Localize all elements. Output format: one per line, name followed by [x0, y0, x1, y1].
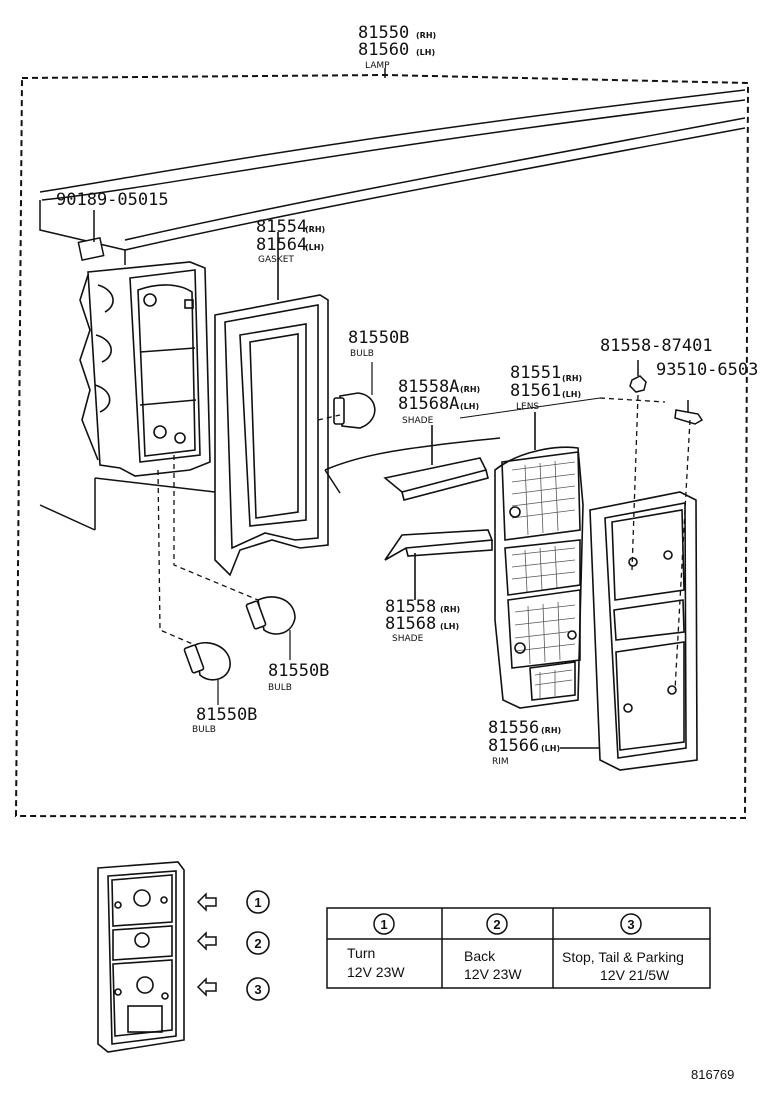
- assembly-caption: LAMP: [365, 61, 390, 71]
- nut-pn: 81558-87401: [600, 336, 713, 356]
- label-bulb-top: 81550B BULB: [348, 328, 409, 359]
- assembly-sfx-lh: (LH): [416, 48, 435, 57]
- table-cell-3-line2: 12V 21/5W: [600, 967, 670, 983]
- rim-fasteners: [459, 360, 704, 425]
- gasket-caption: GASKET: [258, 255, 294, 265]
- bulb-middle: [245, 596, 296, 660]
- table-cell-3-line1: Stop, Tail & Parking: [562, 949, 684, 965]
- bulb-top-caption: BULB: [350, 349, 374, 359]
- shade-pn-rh: 81558: [385, 597, 436, 617]
- legend-marker-2: 2: [254, 936, 261, 951]
- lens-pn-lh: 81561: [510, 381, 561, 401]
- assembly-sfx-rh: (RH): [416, 31, 436, 40]
- bulb-top-pn: 81550B: [348, 328, 409, 348]
- label-gasket: 81554 (RH) 81564 (LH) GASKET: [256, 217, 325, 265]
- assembly-frame: [14, 73, 750, 820]
- table-cell-2-line2: 12V 23W: [464, 966, 522, 982]
- shade-a-sfx-rh: (RH): [460, 385, 480, 394]
- legend-arrows: [196, 892, 217, 997]
- rim-pn-rh: 81556: [488, 718, 539, 738]
- lens-caption: LENS: [516, 402, 539, 412]
- screw-rim-pn: 93510-6503: [656, 360, 758, 380]
- shade-b: [384, 529, 494, 600]
- rim-sfx-lh: (LH): [541, 744, 560, 753]
- shade-a-pn-lh: 81568A: [398, 394, 459, 414]
- label-shade-a: 81558A (RH) 81568A (LH) SHADE: [398, 377, 480, 426]
- label-lens: 81551 (RH) 81561 (LH) LENS: [510, 363, 582, 412]
- dashed-leaders: [157, 394, 691, 691]
- lamp-front-view: [97, 861, 185, 1053]
- label-assembly: 81550 (RH) 81560 (LH) LAMP: [358, 23, 436, 71]
- bulb-mid-caption: BULB: [268, 683, 292, 693]
- assembly-pn-lh: 81560: [358, 40, 409, 60]
- label-bulb-low: 81550B BULB: [192, 705, 257, 735]
- housing-screw: [77, 210, 105, 261]
- arrow-left-icon: [196, 977, 217, 997]
- shade-a-pn-rh: 81558A: [398, 377, 459, 397]
- lamp-housing: [79, 261, 211, 477]
- label-shade: 81558 (RH) 81568 (LH) SHADE: [385, 597, 460, 644]
- gasket-pn-rh: 81554: [256, 217, 307, 237]
- shade-caption: SHADE: [392, 634, 424, 644]
- lens: [494, 412, 584, 709]
- assembly-pn-rh: 81550: [358, 23, 409, 43]
- bulb-low-pn: 81550B: [196, 705, 257, 725]
- table-header-1: 1: [380, 917, 387, 932]
- bulb-low-caption: BULB: [192, 725, 216, 735]
- gasket: [214, 232, 329, 577]
- shade-sfx-lh: (LH): [440, 622, 459, 631]
- shade-pn-lh: 81568: [385, 614, 436, 634]
- bulb-mid-pn: 81550B: [268, 661, 329, 681]
- shade-a: [383, 425, 489, 501]
- table-cell-1-line2: 12V 23W: [347, 964, 405, 980]
- table-header-2: 2: [493, 917, 500, 932]
- lens-pn-rh: 81551: [510, 363, 561, 383]
- table-cell-2-line1: Back: [464, 948, 496, 964]
- shade-a-caption: SHADE: [402, 416, 434, 426]
- drawing-number: 816769: [691, 1067, 734, 1082]
- rim: [560, 491, 698, 771]
- label-bulb-mid: 81550B BULB: [268, 661, 329, 693]
- lens-sfx-lh: (LH): [562, 390, 581, 399]
- lens-sfx-rh: (RH): [562, 374, 582, 383]
- arrow-left-icon: [196, 892, 217, 912]
- gasket-pn-lh: 81564: [256, 235, 307, 255]
- legend-marker-3: 3: [254, 982, 261, 997]
- rim-caption: RIM: [492, 757, 509, 767]
- screw-pn: 90189-05015: [56, 190, 169, 210]
- arrow-left-icon: [196, 931, 217, 951]
- bulb-top: [333, 362, 376, 429]
- bulb-table: 1 2 3 Turn 12V 23W Back 12V 23W Stop, Ta…: [326, 907, 711, 989]
- rim-sfx-rh: (RH): [541, 726, 561, 735]
- table-cell-1-line1: Turn: [347, 945, 375, 961]
- table-header-3: 3: [627, 917, 634, 932]
- rim-pn-lh: 81566: [488, 736, 539, 756]
- vehicle-body: [39, 89, 746, 531]
- legend-markers: 1 2 3: [246, 890, 270, 1001]
- legend-marker-1: 1: [254, 895, 261, 910]
- bulb-low: [183, 641, 231, 705]
- gasket-sfx-lh: (LH): [305, 243, 324, 252]
- shade-sfx-rh: (RH): [440, 605, 460, 614]
- shade-a-sfx-lh: (LH): [460, 402, 479, 411]
- label-rim: 81556 (RH) 81566 (LH) RIM: [488, 718, 561, 767]
- gasket-sfx-rh: (RH): [305, 225, 325, 234]
